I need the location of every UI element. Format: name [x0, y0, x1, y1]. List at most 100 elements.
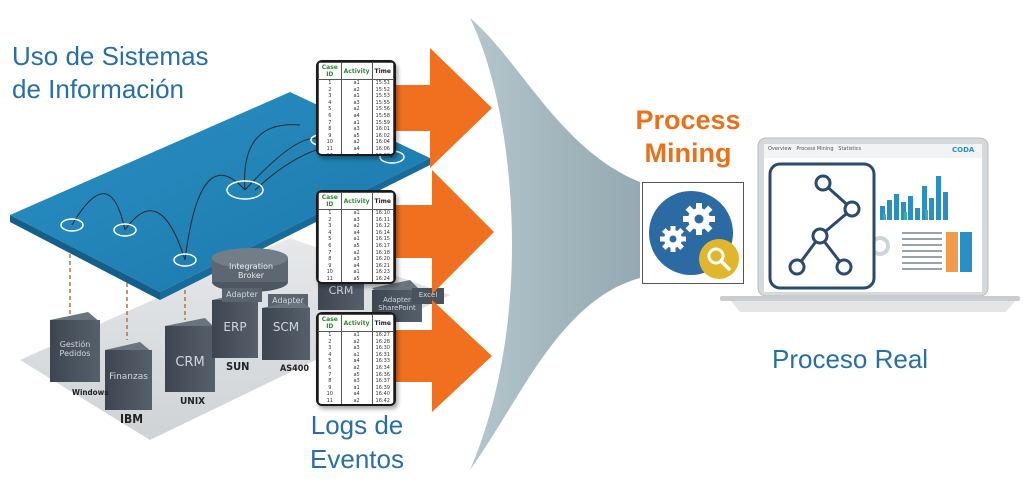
log-table-cell: 10 — [318, 269, 342, 276]
log-table-cell: 3 — [318, 345, 342, 352]
log-table-cell: 16:02 — [371, 132, 394, 140]
laptop-tab[interactable]: Statistics — [838, 146, 862, 152]
crm2-label: CRM — [328, 284, 354, 297]
finanzas-label: Finanzas — [109, 372, 148, 382]
laptop: Overview Process Mining Statistics CODA — [720, 136, 1020, 326]
log-table-cell: 15:51 — [371, 79, 394, 87]
process-mining-icon — [649, 191, 739, 279]
log-table-cell: 5 — [318, 358, 342, 365]
gestion-label: Gestión Pedidos — [59, 340, 91, 358]
process-mining-icon-box — [642, 182, 744, 284]
log-table-cell: 11 — [318, 397, 342, 404]
log-table-cell: a3 — [340, 99, 373, 107]
laptop-tab[interactable]: Overview — [768, 146, 792, 152]
log-table-cell: a1 — [340, 93, 373, 100]
log-table-cell: a4 — [340, 145, 373, 153]
log-table-cell: 3 — [318, 223, 342, 230]
log-table-cell: a1 — [340, 351, 373, 359]
log-table-cell: 16:11 — [371, 216, 394, 224]
log-table-cell: 9 — [318, 384, 342, 392]
adapter2-label: Adapter — [272, 296, 304, 305]
log-table-cell: 15:52 — [371, 86, 394, 94]
log-table-cell: a2 — [340, 397, 373, 404]
arrow-bottom — [388, 300, 492, 412]
log-table-cell: a5 — [340, 242, 373, 250]
log-table-cell: 12 — [319, 405, 342, 406]
log-table-cell: 16:18 — [371, 249, 394, 257]
log-table-cell: 15:55 — [371, 99, 394, 107]
log-table-cell: 9 — [318, 132, 342, 140]
log-table-cell: 16:21 — [371, 262, 394, 270]
laptop-frame — [720, 137, 1020, 312]
main-title-line1: Uso de Sistemas — [12, 41, 209, 71]
log-table-cell: 8 — [318, 256, 342, 263]
log-table-cell: a2 — [340, 86, 373, 94]
laptop-brand: CODA — [952, 146, 975, 154]
os-sun-label: SUN — [226, 360, 250, 373]
log-table-cell: 16:08 — [371, 152, 394, 154]
log-table-cell: 1 — [318, 209, 342, 217]
event-logs-line2: Eventos — [310, 444, 404, 474]
log-table-cell: 15:53 — [371, 93, 394, 100]
log-table-cell: a4 — [340, 262, 373, 270]
log-table-cell: a3 — [340, 345, 373, 352]
event-logs-line1: Logs de — [310, 410, 404, 440]
log-table-cell: 2 — [318, 338, 342, 346]
log-table-cell: a5 — [340, 371, 373, 379]
log-table-cell: 16:24 — [371, 275, 394, 282]
log-table-cell: 16:12 — [371, 223, 394, 230]
log-table-cell: a3 — [340, 256, 373, 263]
log-table-header: Activity — [340, 192, 373, 210]
log-table-cell: a1 — [340, 236, 373, 243]
log-table-cell: a2 — [340, 223, 373, 230]
log-table-cell: 16:27 — [371, 331, 394, 339]
log-table-cell: 16:23 — [371, 269, 394, 276]
log-table-cell: 16:04 — [371, 139, 394, 146]
laptop-tab[interactable]: Process Mining — [796, 146, 834, 152]
log-table-cell: a3 — [340, 126, 373, 133]
gear-icon — [660, 203, 715, 252]
log-table-cell: 16:37 — [371, 378, 394, 385]
log-table-header: Case ID — [318, 62, 342, 80]
log-table-cell: 9 — [318, 262, 342, 270]
log-table-cell: 16:17 — [371, 242, 394, 250]
log-table-cell: 10 — [318, 139, 342, 146]
process-graph-icon — [768, 162, 876, 290]
scm-label: SCM — [272, 320, 300, 334]
log-table-cell: 10 — [318, 391, 342, 398]
excel-label: Excel — [418, 291, 438, 299]
log-table-cell: a1 — [340, 384, 373, 392]
log-table-cell: 4 — [318, 351, 342, 359]
log-table-cell: 11 — [318, 145, 342, 153]
log-table-cell: 12 — [319, 283, 342, 284]
log-table-cell: a5 — [340, 275, 373, 282]
log-table-cell: 16:33 — [371, 358, 394, 365]
log-table-cell: 4 — [318, 229, 342, 237]
log-table-cell: 16:43 — [372, 405, 393, 406]
log-table-cell: a3 — [340, 216, 373, 224]
log-table-cell: a2 — [340, 249, 373, 257]
log-table-header: Time — [371, 62, 394, 80]
log-table-cell: 6 — [318, 242, 342, 250]
log-table-header: Activity — [340, 314, 373, 332]
log-table-cell: 3 — [318, 93, 342, 100]
